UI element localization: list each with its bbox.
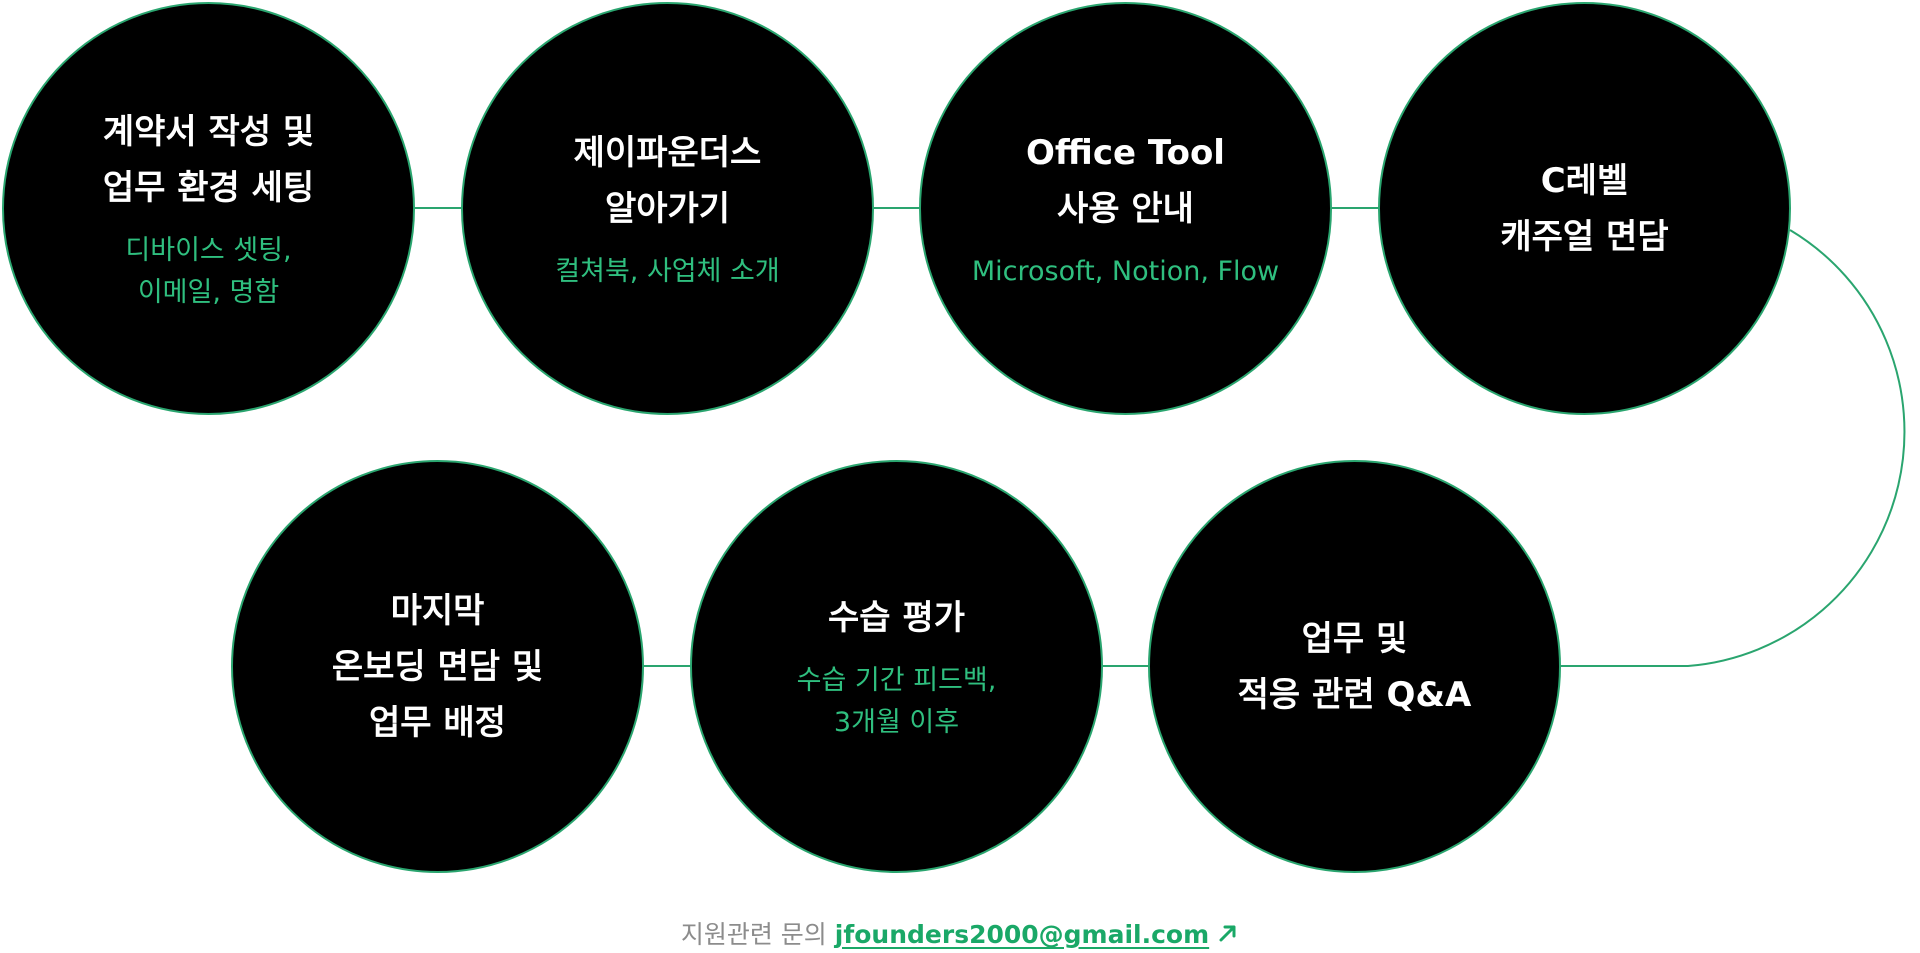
step-company-intro: 제이파운더스 알아가기 컬쳐북, 사업체 소개 xyxy=(461,2,874,415)
step-probation-review: 수습 평가 수습 기간 피드백, 3개월 이후 xyxy=(690,460,1103,873)
step-qa: 업무 및 적응 관련 Q&A xyxy=(1148,460,1561,873)
step-title: 제이파운더스 알아가기 xyxy=(573,132,762,229)
step-office-tool: Office Tool 사용 안내 Microsoft, Notion, Flo… xyxy=(919,2,1332,415)
arrow-up-right-icon[interactable] xyxy=(1217,919,1239,953)
step-c-level-interview: C레벨 캐주얼 면담 xyxy=(1378,2,1791,415)
step-title: 계약서 작성 및 업무 환경 세팅 xyxy=(102,111,315,208)
contact-label: 지원관련 문의 xyxy=(680,920,827,949)
step-subtitle: Microsoft, Notion, Flow xyxy=(971,255,1280,287)
step-title: C레벨 캐주얼 면담 xyxy=(1500,160,1669,257)
step-title: 수습 평가 xyxy=(828,597,965,638)
step-subtitle: 수습 기간 피드백, 3개월 이후 xyxy=(796,664,997,738)
contact-email-link[interactable]: jfounders2000@gmail.com xyxy=(834,920,1210,949)
connector-4-5 xyxy=(1560,229,1906,667)
step-title: 업무 및 적응 관련 Q&A xyxy=(1237,618,1472,715)
step-title: Office Tool 사용 안내 xyxy=(1026,132,1225,229)
step-subtitle: 컬쳐북, 사업체 소개 xyxy=(555,255,780,287)
step-title: 마지막 온보딩 면담 및 업무 배정 xyxy=(331,590,544,743)
step-final-onboarding: 마지막 온보딩 면담 및 업무 배정 xyxy=(231,460,644,873)
step-subtitle: 디바이스 셋팅, 이메일, 명함 xyxy=(125,234,292,308)
step-contract-setup: 계약서 작성 및 업무 환경 세팅 디바이스 셋팅, 이메일, 명함 xyxy=(2,2,415,415)
